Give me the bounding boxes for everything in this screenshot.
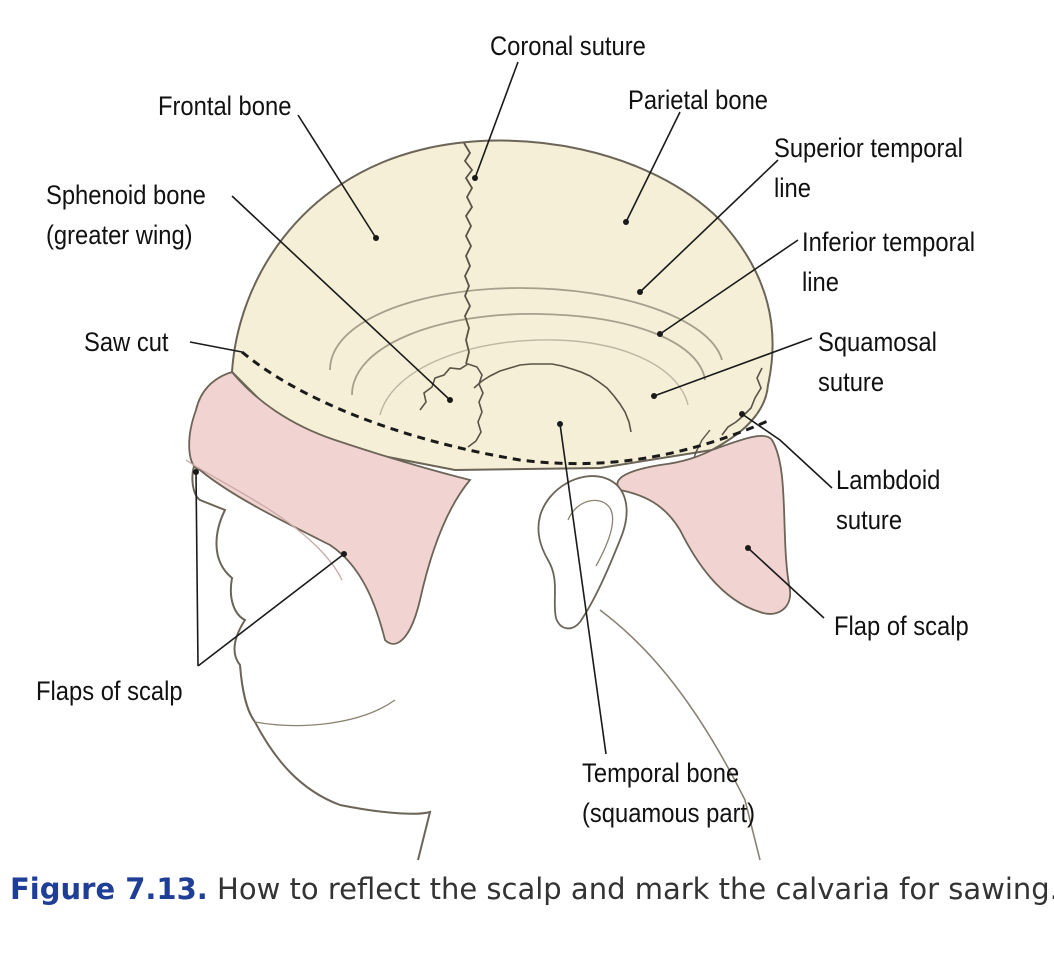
ear (537, 475, 628, 630)
pointer-flaps-of-scalp-left (193, 469, 199, 475)
leader-superior-temporal-line (639, 159, 779, 293)
label-squamosal-suture-1: Squamosal (818, 327, 937, 357)
leader-temporal-bone (559, 423, 607, 755)
leader-sphenoid-bone (231, 195, 451, 401)
label-lambdoid-suture: Lambdoid suture (836, 460, 940, 540)
chin-outline (254, 699, 396, 727)
label-temporal-bone: Temporal bone (squamous part) (582, 753, 755, 833)
pointer-superior-temporal-line (637, 289, 643, 295)
front-scalp-flap (188, 370, 472, 645)
label-sphenoid-bone-2: (greater wing) (46, 220, 193, 250)
label-flap-of-scalp: Flap of scalp (834, 611, 969, 641)
skull-cap (230, 139, 774, 472)
label-temporal-bone-1: Temporal bone (582, 758, 740, 788)
front-scalp-flap-fold (185, 459, 343, 581)
label-frontal-bone: Frontal bone (158, 91, 292, 121)
pointer-frontal-bone (373, 235, 379, 241)
leader-squamosal-suture (653, 337, 813, 397)
figure-caption-text: How to reflect the scalp and mark the ca… (207, 872, 1054, 906)
label-lambdoid-suture-2: suture (836, 505, 903, 535)
saw-cut-line (241, 350, 771, 466)
label-inferior-temporal-line-1: Inferior temporal (802, 227, 976, 257)
label-inferior-temporal-line-2: line (802, 267, 839, 297)
label-sphenoid-bone-1: Sphenoid bone (46, 180, 206, 210)
neck-back-outline (599, 609, 761, 861)
back-scalp-flap (616, 435, 791, 615)
leader-inferior-temporal-line (659, 239, 799, 335)
leader-flaps-of-scalp-right (197, 553, 345, 667)
leader-lambdoid-suture (741, 413, 833, 489)
coronal-suture (463, 142, 474, 365)
superior-temporal-line (329, 287, 723, 371)
label-saw-cut: Saw cut (84, 327, 169, 357)
leader-flaps-of-scalp-left (195, 471, 199, 667)
inferior-temporal-line (351, 313, 706, 396)
label-coronal-suture: Coronal suture (490, 31, 646, 61)
pointer-sphenoid-bone (447, 397, 453, 403)
label-superior-temporal-line-2: line (774, 173, 811, 203)
figure-caption: Figure 7.13. How to reflect the scalp an… (10, 872, 1054, 906)
label-temporal-bone-2: (squamous part) (582, 798, 756, 828)
label-parietal-bone: Parietal bone (628, 85, 769, 115)
leader-coronal-suture (474, 61, 519, 179)
leader-parietal-bone (625, 111, 681, 223)
label-inferior-temporal-line: Inferior temporal line (802, 222, 975, 302)
pointer-parietal-bone (623, 219, 629, 225)
pointer-flaps-of-scalp-right (341, 551, 347, 557)
label-lambdoid-suture-1: Lambdoid (836, 465, 941, 495)
leader-saw-cut (189, 341, 243, 353)
pointer-coronal-suture (472, 175, 478, 181)
pointer-squamosal-suture (651, 393, 657, 399)
leader-frontal-bone (297, 114, 377, 239)
label-flaps-of-scalp: Flaps of scalp (36, 676, 183, 706)
pointer-temporal-bone (557, 421, 563, 427)
label-superior-temporal-line-1: Superior temporal (774, 133, 963, 163)
lambdoid-suture (721, 367, 763, 436)
leader-flap-of-scalp (747, 547, 825, 619)
label-squamosal-suture-2: suture (818, 367, 885, 397)
pointer-flap-of-scalp (745, 545, 751, 551)
pointer-inferior-temporal-line (657, 331, 663, 337)
label-sphenoid-bone: Sphenoid bone (greater wing) (46, 175, 206, 255)
sphenoid-outline (419, 363, 484, 448)
face-outline (191, 454, 432, 861)
label-superior-temporal-line: Superior temporal line (774, 128, 963, 208)
squamosal-suture (473, 363, 632, 433)
figure-number: Figure 7.13. (10, 872, 208, 906)
temporal-line-inner (379, 339, 689, 416)
pointer-lambdoid-suture (739, 411, 745, 417)
label-squamosal-suture: Squamosal suture (818, 322, 937, 402)
ear-inner-fold (567, 499, 614, 567)
